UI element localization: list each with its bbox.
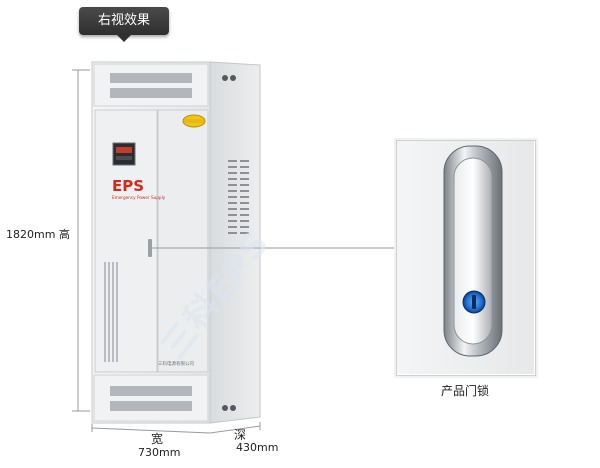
bottom-vent-panel [93,374,209,422]
warning-sticker [182,114,206,128]
door-handle [148,239,152,257]
depth-value: 430mm [236,441,279,454]
view-label-badge: 右视效果 [79,7,169,42]
depth-label-cn: 深 [234,428,247,442]
height-dimension-line [72,69,90,412]
left-door-vents [104,262,118,362]
door-lock-inset [396,140,536,376]
eps-subtitle: Emergency Power Supply [112,195,166,200]
width-label-cn: 宽 [151,432,164,446]
maker-plate: 三科电源有限公司 [158,360,194,367]
depth-dimension-line [209,422,261,434]
digital-meter [112,142,136,166]
top-vent-panel [93,63,209,107]
height-label: 1820mm 高 [6,228,70,241]
door-lock-icon [396,140,534,374]
width-dimension-line [91,424,211,434]
eps-logo: EPS [112,177,144,195]
inset-caption: 产品门锁 [440,384,489,398]
width-value: 730mm [138,446,181,459]
side-vents [228,160,249,234]
right-door [157,109,209,373]
